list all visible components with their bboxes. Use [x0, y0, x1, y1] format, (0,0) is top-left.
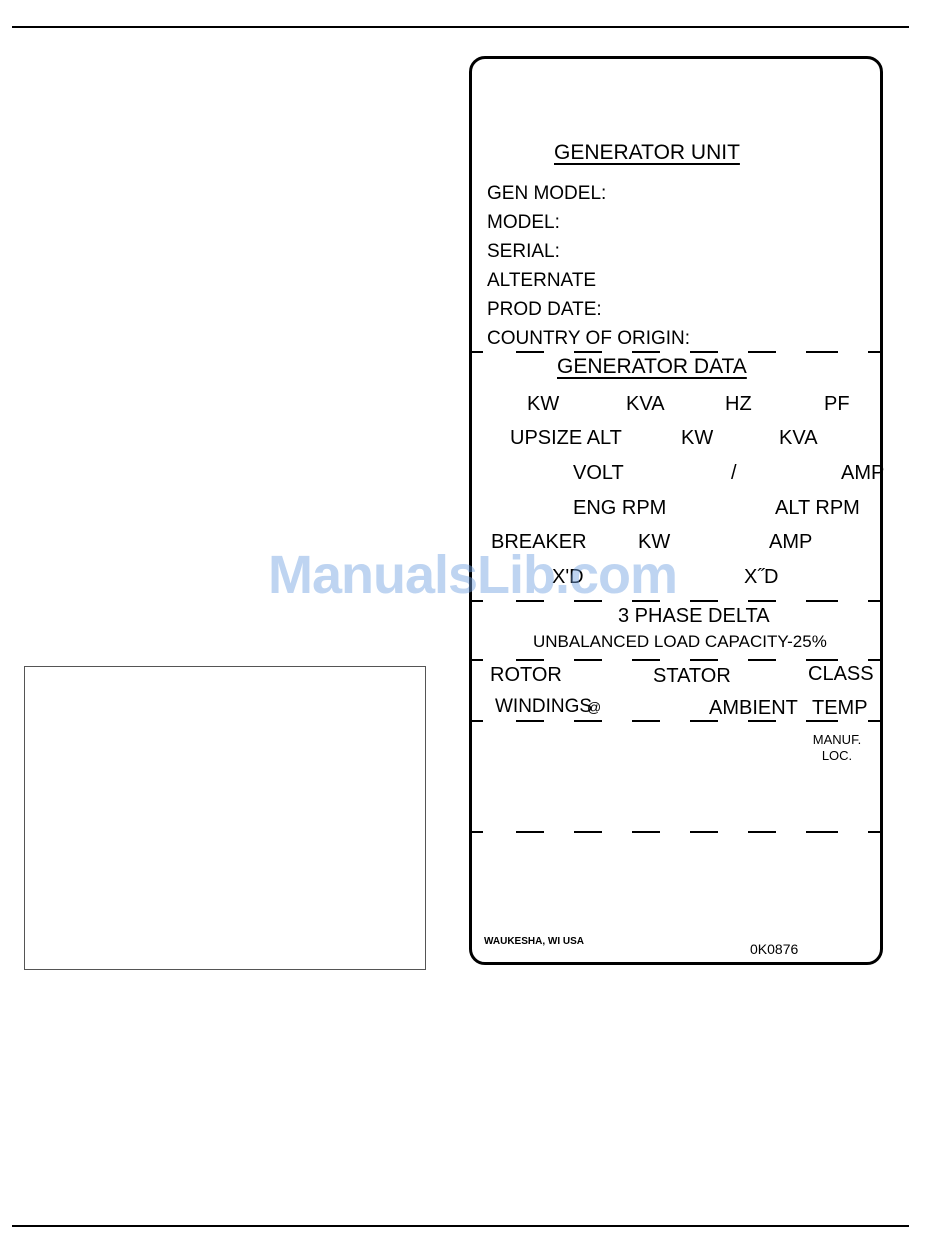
separator-dash	[470, 831, 483, 833]
separator-dash	[470, 600, 483, 602]
separator-dash	[574, 659, 602, 661]
separator-dash	[868, 659, 881, 661]
row-xd-prime: X'D	[552, 566, 584, 588]
unbalanced-load-capacity: UNBALANCED LOAD CAPACITY-25%	[533, 632, 827, 651]
separator-dash	[748, 659, 776, 661]
separator-dash	[748, 600, 776, 602]
separator-dash	[632, 600, 660, 602]
separator-dash	[470, 720, 483, 722]
row-upsize-alt: UPSIZE ALT	[510, 427, 622, 449]
field-gen-model: GEN MODEL:	[487, 183, 607, 204]
nameplate-label	[469, 56, 883, 965]
row-xd-double-prime: X˝D	[744, 566, 779, 588]
row-eng-rpm: ENG RPM	[573, 497, 667, 519]
separator-dash	[690, 831, 718, 833]
separator-dash	[516, 600, 544, 602]
row-alt-rpm: ALT RPM	[775, 497, 860, 519]
separator-dash	[806, 600, 838, 602]
row-hz: HZ	[725, 393, 752, 415]
part-number: 0K0876	[750, 941, 799, 957]
separator-dash	[868, 831, 881, 833]
field-serial: SERIAL:	[487, 241, 560, 262]
separator-dash	[516, 720, 544, 722]
row-breaker-amp: AMP	[769, 531, 813, 553]
separator-dash	[574, 831, 602, 833]
field-model: MODEL:	[487, 212, 560, 233]
separator-dash	[748, 351, 776, 353]
loc-label: LOC.	[821, 748, 853, 763]
row-temp: TEMP	[812, 697, 868, 719]
row-ambient: AMBIENT	[709, 697, 798, 719]
row-upsize-kva: KVA	[779, 427, 818, 449]
row-volt-slash: /	[731, 462, 737, 484]
separator-dash	[806, 351, 838, 353]
separator-dash	[868, 600, 881, 602]
separator-dash	[632, 720, 660, 722]
generator-data-title: GENERATOR DATA	[557, 355, 747, 378]
row-pf: PF	[824, 393, 850, 415]
separator-dash	[806, 831, 838, 833]
separator-dash	[868, 351, 881, 353]
separator-dash	[806, 720, 838, 722]
row-amp: AMP	[841, 462, 885, 484]
separator-dash	[516, 831, 544, 833]
separator-dash	[690, 720, 718, 722]
field-alternate: ALTERNATE	[487, 270, 597, 291]
bottom-rule	[12, 1225, 909, 1227]
separator-dash	[806, 659, 838, 661]
blank-caption-box	[24, 666, 426, 970]
separator-dash	[470, 351, 483, 353]
field-country-of-origin: COUNTRY OF ORIGIN:	[487, 328, 691, 349]
phase-delta: 3 PHASE DELTA	[618, 605, 770, 627]
field-prod-date: PROD DATE:	[487, 299, 602, 320]
separator-dash	[574, 720, 602, 722]
label-title: GENERATOR UNIT	[554, 141, 740, 164]
separator-dash	[632, 351, 660, 353]
separator-dash	[690, 351, 718, 353]
separator-dash	[748, 720, 776, 722]
separator-dash	[748, 831, 776, 833]
separator-dash	[632, 831, 660, 833]
separator-dash	[690, 600, 718, 602]
row-breaker: BREAKER	[491, 531, 587, 553]
manuf-label: MANUF.	[812, 732, 862, 747]
separator-dash	[574, 600, 602, 602]
row-class: CLASS	[808, 663, 874, 685]
location-text: WAUKESHA, WI USA	[484, 936, 584, 947]
row-windings: WINDINGS	[495, 696, 593, 717]
separator-dash	[516, 659, 544, 661]
separator-dash	[868, 720, 881, 722]
row-kw: KW	[527, 393, 560, 415]
row-breaker-kw: KW	[638, 531, 671, 553]
separator-dash	[574, 351, 602, 353]
separator-dash	[470, 659, 483, 661]
row-volt: VOLT	[573, 462, 624, 484]
row-upsize-kw: KW	[681, 427, 714, 449]
row-rotor: ROTOR	[490, 664, 562, 686]
watermark: ManualsLib.com	[268, 545, 678, 605]
row-windings-at: @	[587, 699, 602, 715]
separator-dash	[690, 659, 718, 661]
row-kva: KVA	[626, 393, 665, 415]
separator-dash	[516, 351, 544, 353]
top-rule	[12, 26, 909, 28]
row-stator: STATOR	[653, 665, 731, 687]
separator-dash	[632, 659, 660, 661]
